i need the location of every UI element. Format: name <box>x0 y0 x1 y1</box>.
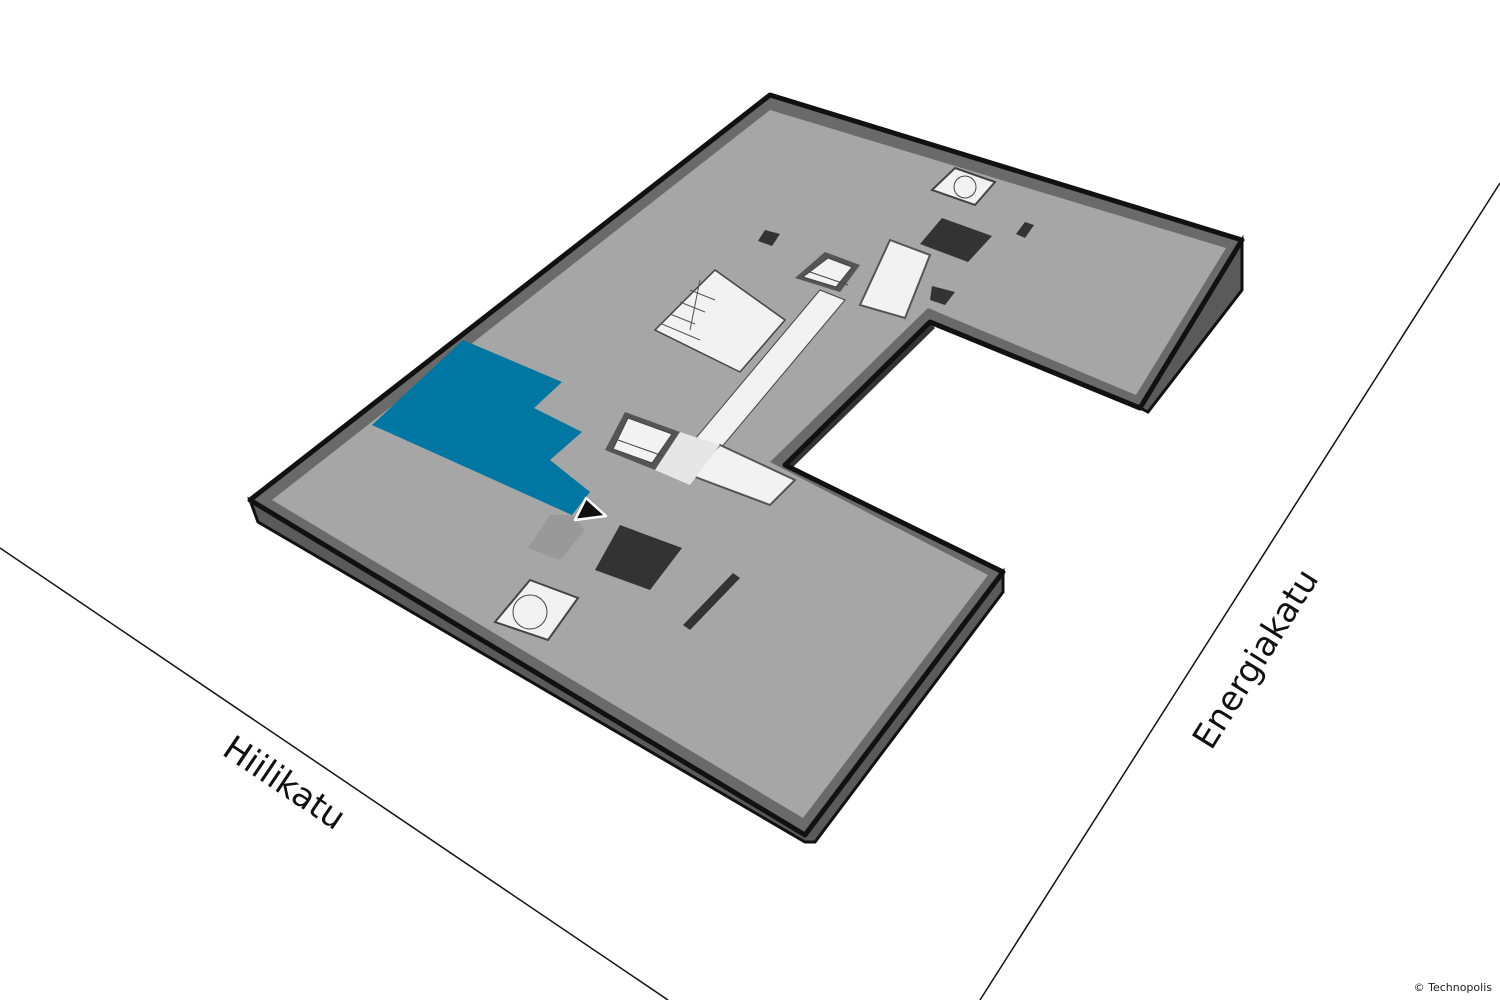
street-hiilikatu-line <box>0 547 669 1000</box>
elevator-south <box>605 412 680 470</box>
column-block <box>758 230 780 246</box>
stair-steps <box>661 279 716 341</box>
lobby-area <box>528 515 585 560</box>
highlighted-space[interactable] <box>372 340 590 515</box>
column-block <box>1016 222 1034 238</box>
inner-courtyard-wall <box>785 322 935 470</box>
shaft <box>930 286 955 305</box>
location-arrow-icon <box>573 496 608 522</box>
spiral-stair-south <box>493 578 580 642</box>
lobby-floor <box>655 432 720 485</box>
street-energiakatu-line <box>979 182 1500 1000</box>
spiral-stair-north <box>930 166 997 207</box>
staircase <box>653 269 787 373</box>
shaft <box>595 525 682 590</box>
copyright-notice: © Technopolis <box>1413 981 1492 994</box>
wall-segment <box>683 573 740 630</box>
restrooms-north <box>858 238 932 320</box>
elevator-north <box>795 252 860 292</box>
shaft <box>920 218 992 262</box>
